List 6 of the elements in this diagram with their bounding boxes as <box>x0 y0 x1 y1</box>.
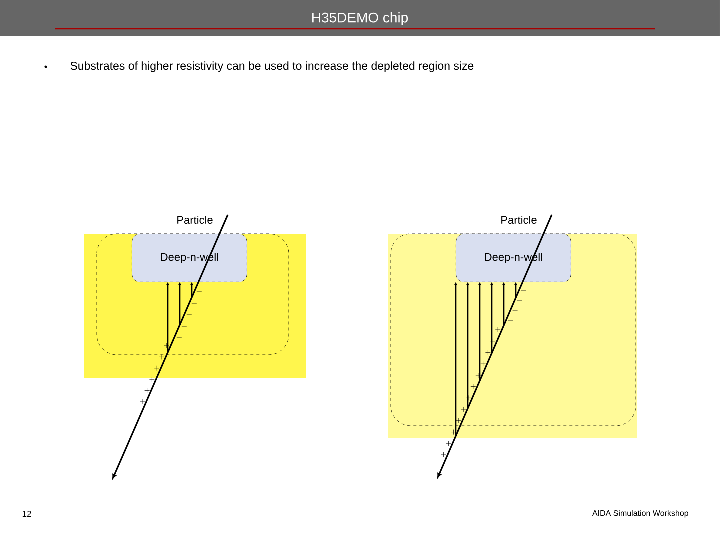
particle-label: Particle <box>500 214 538 226</box>
footer-text: AIDA Simulation Workshop <box>592 510 688 518</box>
bullet-text: Substrates of higher resistivity can be used to increase the depleted region size <box>70 62 474 72</box>
slide-title: H35DEMO chip <box>312 12 408 26</box>
page-number: 12 <box>22 511 32 517</box>
particle-label: Particle <box>176 214 214 226</box>
